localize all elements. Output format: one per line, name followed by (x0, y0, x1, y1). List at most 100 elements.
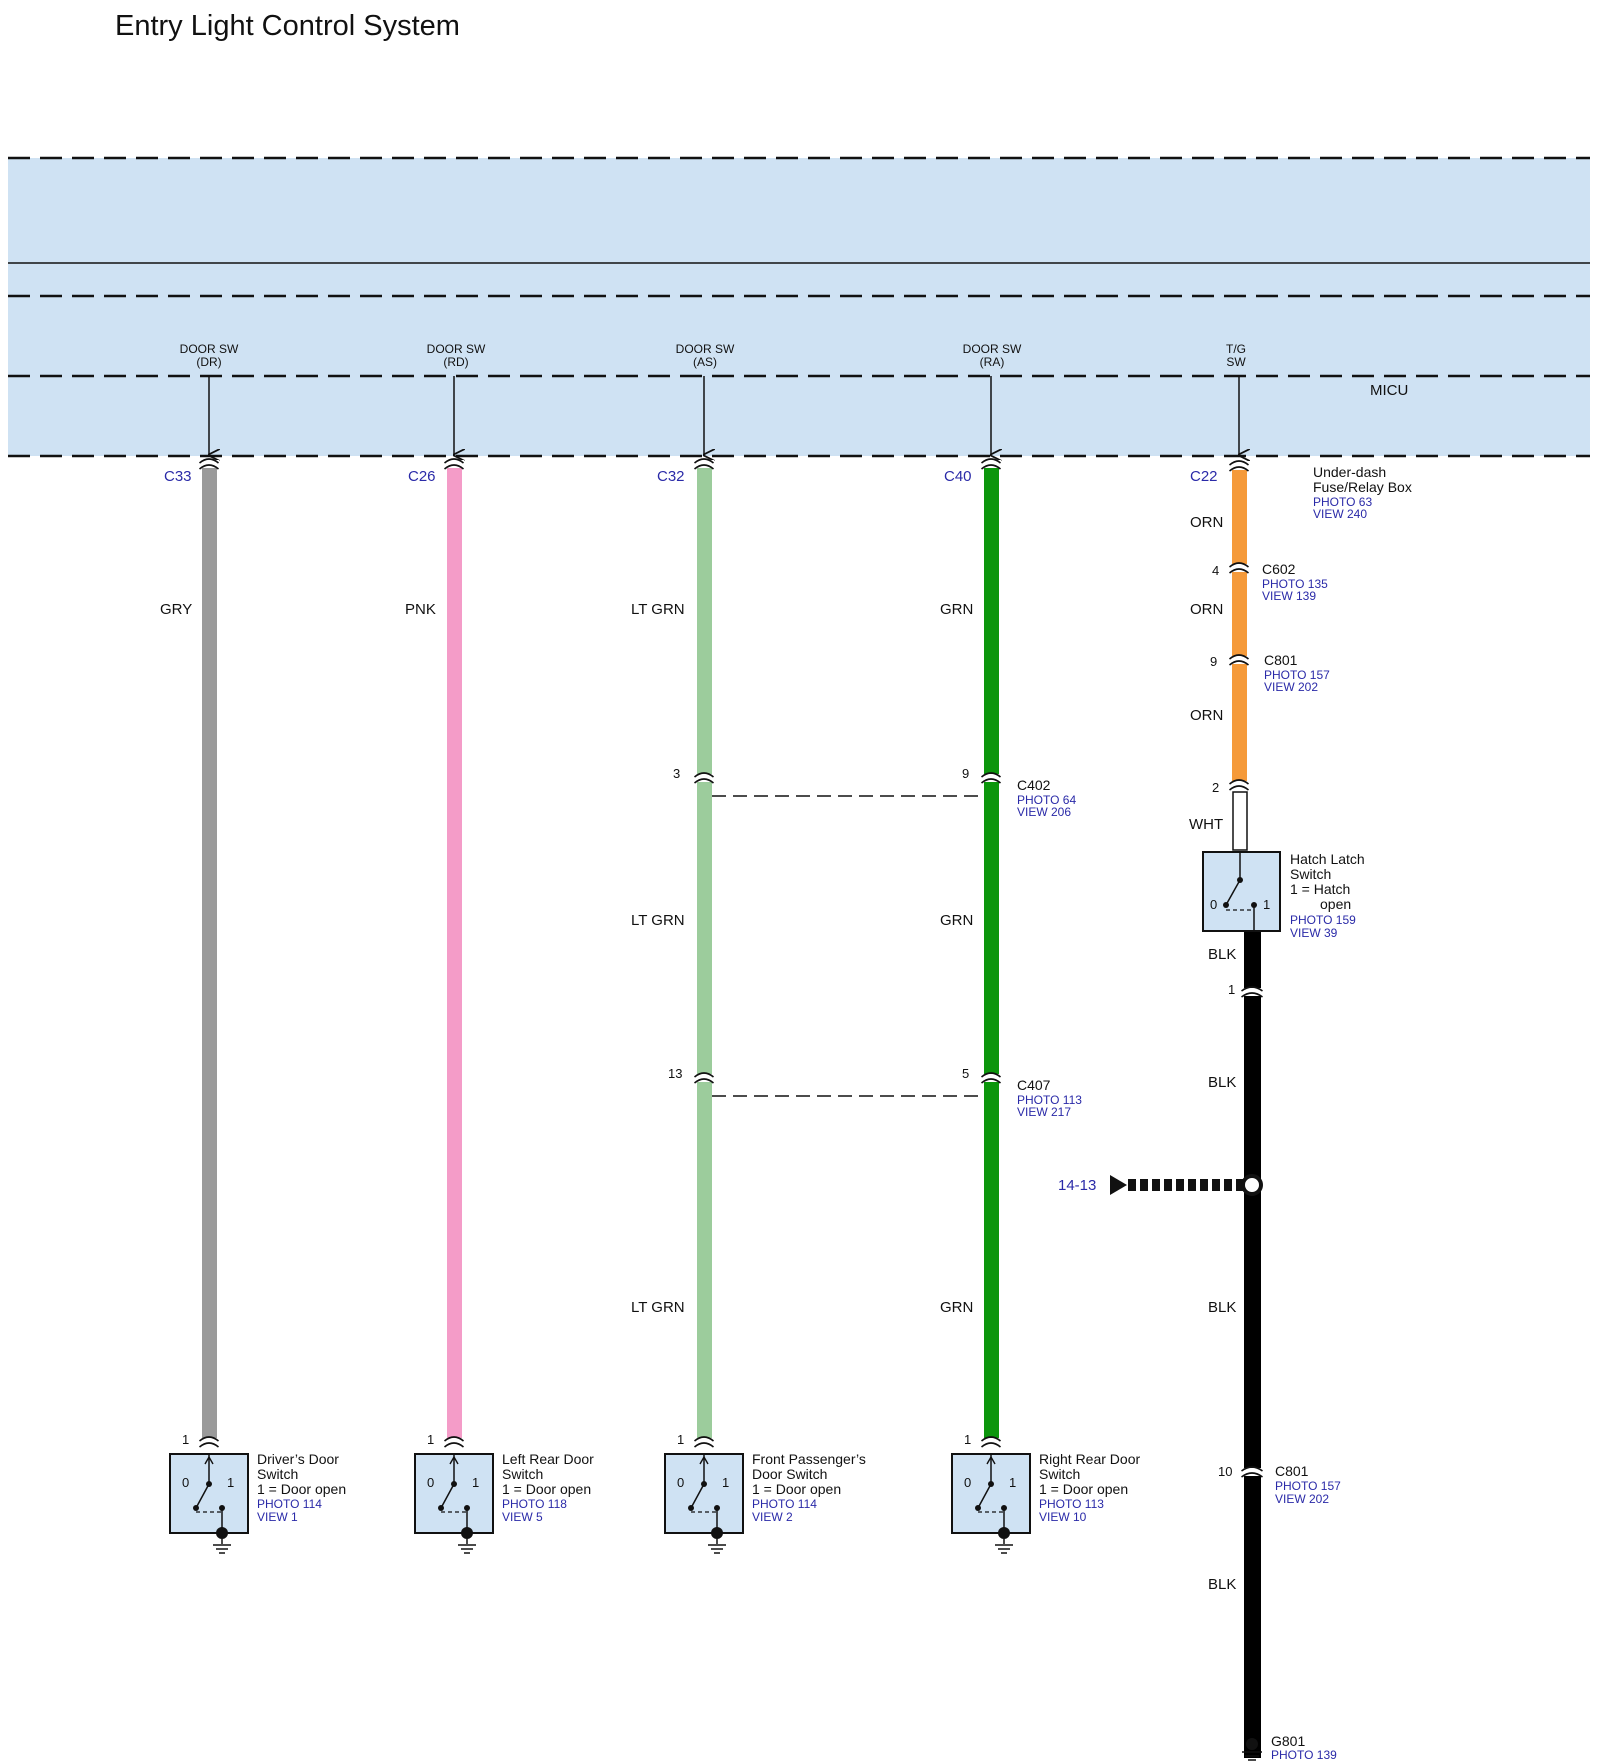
c602-pin: 4 (1212, 563, 1219, 578)
hatch-photo: PHOTO 159 (1290, 913, 1356, 927)
break-c407-right (980, 1072, 1002, 1084)
switch-pos1: 1 (722, 1475, 729, 1490)
switch-view: VIEW 10 (1039, 1510, 1087, 1524)
switch-label-line2: Door Switch (752, 1466, 827, 1482)
switch-pin: 1 (427, 1432, 434, 1447)
connector-c40: C40 (944, 468, 972, 485)
c402-pin-left: 3 (673, 766, 680, 781)
switch-pos1: 1 (227, 1475, 234, 1490)
wire-label-gry: GRY (160, 601, 192, 618)
break-c602 (1228, 562, 1250, 574)
connector-breaks (198, 458, 1264, 1478)
c801a-view: VIEW 202 (1264, 680, 1318, 694)
wire-label-ltgrn-2: LT GRN (631, 912, 685, 929)
switch-contact-0 (688, 1505, 694, 1511)
c407-view: VIEW 217 (1017, 1105, 1071, 1119)
switch-arrow-icon (699, 1455, 709, 1465)
break-sw-dr (198, 1436, 220, 1448)
hatch-pos1: 1 (1263, 897, 1270, 912)
wire-label-grn-3: GRN (940, 1299, 973, 1316)
g801-name: G801 (1271, 1733, 1305, 1749)
switch-pos1: 1 (1009, 1475, 1016, 1490)
wire-pnk (447, 468, 462, 1446)
hatch-switch-blade (1225, 879, 1241, 906)
hatch-line2: Switch (1290, 866, 1331, 882)
switch-label-line2: Switch (257, 1466, 298, 1482)
wire-gry (202, 468, 217, 1446)
switch-arrow-icon (204, 1455, 214, 1465)
break-pin1 (1240, 986, 1264, 998)
c801b-pin: 10 (1218, 1464, 1232, 1479)
wire-label-pnk: PNK (405, 601, 436, 618)
switch-label-line1: Driver’s Door (257, 1451, 339, 1467)
terminal-dr-line1: DOOR SW (180, 342, 239, 356)
micu-module: MICU DOOR SW (DR) DOOR SW (RD) DOOR SW (… (8, 156, 1590, 456)
pin-1: 1 (1228, 982, 1235, 997)
wire-wht (1232, 791, 1248, 851)
wire-orn (1232, 470, 1247, 782)
hatch-line1: Hatch Latch (1290, 851, 1365, 867)
c407-photo: PHOTO 113 (1017, 1093, 1082, 1107)
switch-label-line3: 1 = Door open (502, 1481, 591, 1497)
switch-pin: 1 (182, 1432, 189, 1447)
switch-label-line3: 1 = Door open (1039, 1481, 1128, 1497)
switch-photo: PHOTO 114 (257, 1497, 322, 1511)
switch-view: VIEW 1 (257, 1510, 298, 1524)
connector-c33: C33 (164, 468, 192, 485)
hatch-line3: 1 = Hatch (1290, 881, 1350, 897)
ground-dot (1246, 1738, 1258, 1750)
wire-label-blk-4: BLK (1208, 1576, 1236, 1593)
switch-pos1: 1 (472, 1475, 479, 1490)
terminal-tg-line2: SW (1226, 355, 1246, 369)
break-c801b (1240, 1466, 1264, 1478)
connector-c32: C32 (657, 468, 685, 485)
switch-pos0: 0 (677, 1475, 684, 1490)
switch-pos0: 0 (964, 1475, 971, 1490)
switch-photo: PHOTO 118 (502, 1497, 567, 1511)
switch-arrow-icon (986, 1455, 996, 1465)
switch-contact-0 (438, 1505, 444, 1511)
c402-view: VIEW 206 (1017, 805, 1071, 819)
wire-lt-grn (697, 468, 712, 1446)
switch-view: VIEW 2 (752, 1510, 793, 1524)
underdash-view: VIEW 240 (1313, 507, 1367, 521)
switch-label-line1: Front Passenger’s (752, 1451, 866, 1467)
c402-pin-right: 9 (962, 766, 969, 781)
wire-label-orn-2: ORN (1190, 601, 1223, 618)
switch-label-line1: Left Rear Door (502, 1451, 594, 1467)
switch-pos0: 0 (427, 1475, 434, 1490)
hatch-view: VIEW 39 (1290, 926, 1338, 940)
pin-2: 2 (1212, 780, 1219, 795)
hatch-switch-contact-0 (1223, 902, 1229, 908)
break-c32 (693, 458, 715, 470)
wire-label-grn-1: GRN (940, 601, 973, 618)
break-sw-as (693, 1436, 715, 1448)
wire-label-blk-3: BLK (1208, 1299, 1236, 1316)
wire-label-ltgrn-3: LT GRN (631, 1299, 685, 1316)
underdash-line2: Fuse/Relay Box (1313, 479, 1412, 495)
ground-g801 (1242, 1738, 1262, 1761)
micu-background (8, 158, 1590, 456)
terminal-dr-line2: (DR) (196, 355, 221, 369)
ground-dot (998, 1527, 1010, 1539)
wire-blk (1244, 932, 1261, 1758)
switch-pos0: 0 (182, 1475, 189, 1490)
wire-label-orn-3: ORN (1190, 707, 1223, 724)
c602-name: C602 (1262, 561, 1296, 577)
switch-contact-0 (975, 1505, 981, 1511)
c801b-photo: PHOTO 157 (1275, 1479, 1341, 1493)
wire-label-grn-2: GRN (940, 912, 973, 929)
c801a-name: C801 (1264, 652, 1298, 668)
switch-label-line1: Right Rear Door (1039, 1451, 1140, 1467)
connector-c22: C22 (1190, 468, 1218, 485)
ground-dot (711, 1527, 723, 1539)
g801-photo: PHOTO 139 (1271, 1748, 1337, 1762)
switch-photo: PHOTO 113 (1039, 1497, 1104, 1511)
underdash-photo: PHOTO 63 (1313, 495, 1372, 509)
terminal-rd-line2: (RD) (443, 355, 468, 369)
switch-blade (440, 1483, 455, 1509)
